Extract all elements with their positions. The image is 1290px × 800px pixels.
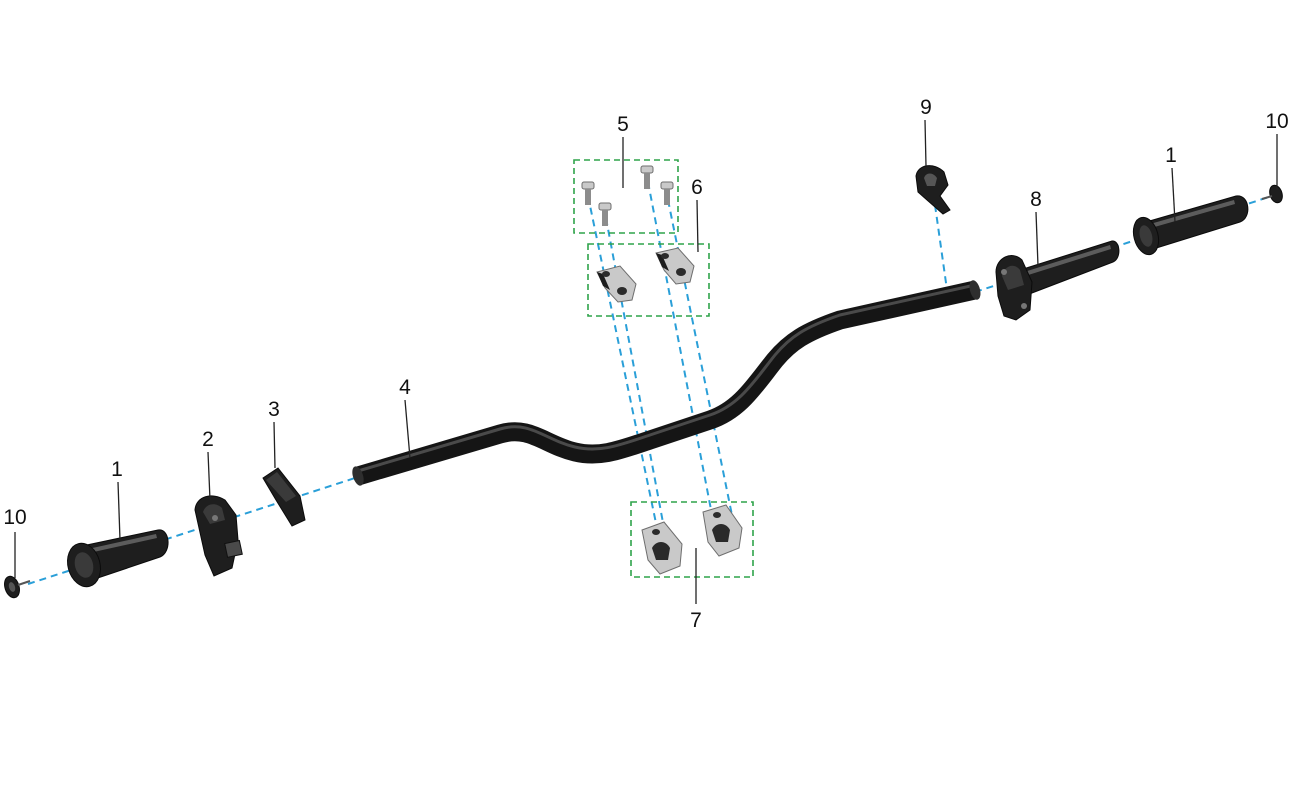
callout-handlebar: 4 (399, 376, 411, 399)
leader-8 (1035, 211, 1039, 267)
handlebar (352, 280, 981, 486)
lower-clamp (702, 504, 743, 557)
axis-bolt-2 (605, 217, 671, 561)
grip-left (67, 529, 169, 588)
upper-clamp-group-box (587, 243, 710, 317)
upper-clamp (655, 247, 695, 285)
axis-clip (934, 204, 949, 298)
leader-lines (14, 119, 1278, 604)
leader-2 (207, 451, 211, 501)
axis-bolt-1 (587, 195, 658, 529)
callout-grip-left: 1 (111, 458, 123, 481)
axis-bolt-3 (647, 181, 714, 521)
end-plug-right (1261, 184, 1283, 204)
upper-clamp (596, 265, 637, 303)
cable-clip (915, 165, 951, 215)
bolt (660, 181, 674, 205)
callout-left-holder: 3 (268, 398, 280, 421)
callout-cable-clip: 9 (920, 96, 932, 119)
leader-6 (696, 199, 699, 253)
callout-throttle: 8 (1030, 188, 1042, 211)
handlebar-end-left (352, 466, 364, 486)
axis-bolt-4 (667, 199, 736, 531)
bolt (581, 181, 595, 205)
leader-1-left (117, 481, 121, 541)
handlebar-end-right (969, 280, 981, 300)
left-holder (262, 467, 306, 527)
callout-grip-right: 1 (1165, 144, 1177, 167)
bolt (598, 202, 612, 226)
bolt-group (573, 159, 679, 234)
callout-left-switch: 2 (202, 428, 214, 451)
callout-end-plug-right: 10 (1265, 110, 1288, 133)
leader-9 (924, 119, 927, 167)
end-plug-left (4, 575, 31, 599)
left-switch (194, 495, 243, 577)
callout-bolts: 5 (617, 113, 629, 136)
lower-clamp (641, 521, 683, 575)
callout-end-plug-left: 10 (3, 506, 26, 529)
handlebar-highlight (357, 283, 976, 473)
handlebar-tube (355, 280, 978, 486)
lower-clamp-group-box (630, 501, 754, 578)
leader-3 (273, 421, 276, 469)
callout-lower-clamps: 7 (690, 609, 702, 632)
lower-clamp-group (630, 501, 754, 578)
leader-1-right (1171, 167, 1176, 223)
leader-4 (404, 399, 411, 459)
callout-upper-clamps: 6 (691, 176, 703, 199)
bolt-group-box (573, 159, 679, 234)
throttle (995, 240, 1120, 321)
bolt (640, 165, 654, 189)
callout-labels: 10 1 2 3 4 5 6 7 8 9 1 10 (3, 96, 1288, 632)
upper-clamp-group (587, 243, 710, 317)
grip-right (1132, 195, 1249, 256)
axis-left (27, 477, 356, 585)
